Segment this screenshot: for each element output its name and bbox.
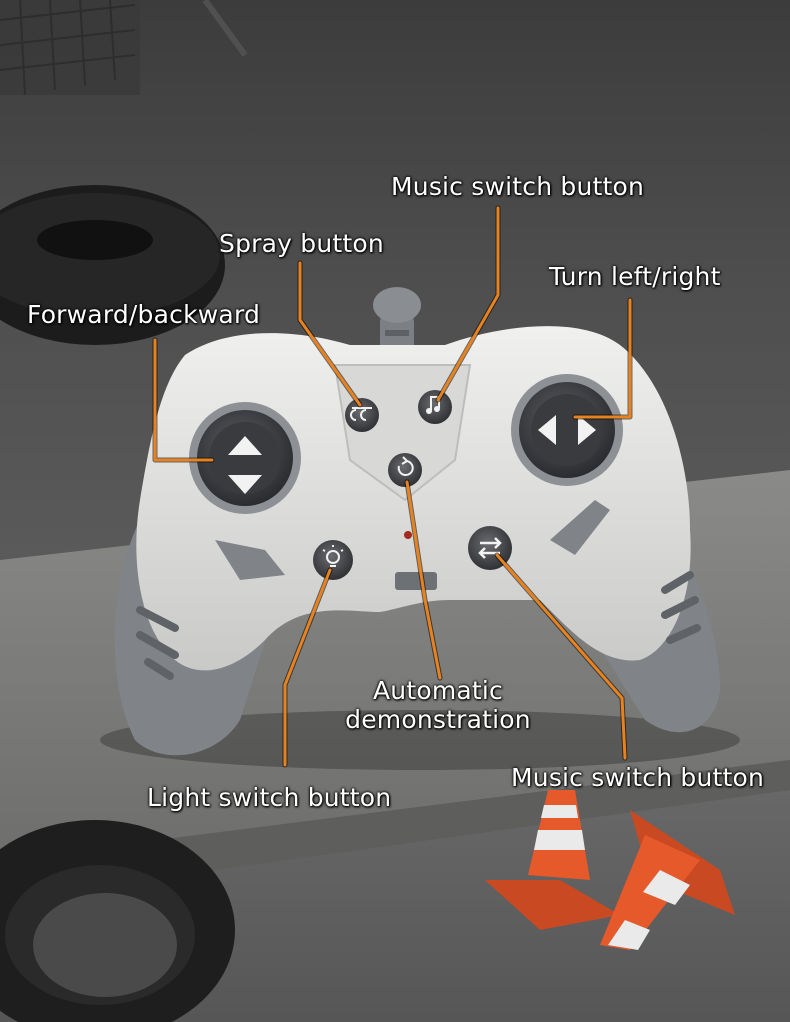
label-automatic-line2: demonstration	[345, 705, 531, 734]
tire-foreground	[0, 820, 235, 1022]
fence	[0, 0, 248, 96]
traffic-cone-left	[485, 790, 620, 930]
spray-icon	[350, 407, 372, 421]
label-forward-backward: Forward/backward	[27, 300, 261, 329]
up-arrow-icon	[228, 436, 262, 455]
label-automatic-line1: Automatic	[372, 676, 503, 705]
callout-lines	[152, 205, 633, 768]
lightbulb-icon	[322, 545, 344, 567]
down-arrow-icon	[228, 475, 262, 494]
rotate-icon	[397, 456, 414, 476]
label-music-switch-bottom: Music switch button	[511, 763, 765, 792]
right-arrow-icon	[578, 415, 596, 445]
label-spray-button: Spray button	[219, 229, 384, 258]
traffic-cone-right	[600, 810, 735, 950]
left-arrow-icon	[538, 415, 556, 445]
gamepad-controller	[100, 287, 740, 770]
label-music-switch-top: Music switch button	[391, 172, 645, 201]
tire-background	[0, 185, 225, 345]
label-automatic-demonstration: Automatic demonstration	[338, 676, 538, 734]
label-turn-left-right: Turn left/right	[549, 262, 721, 291]
label-light-switch: Light switch button	[147, 783, 392, 812]
